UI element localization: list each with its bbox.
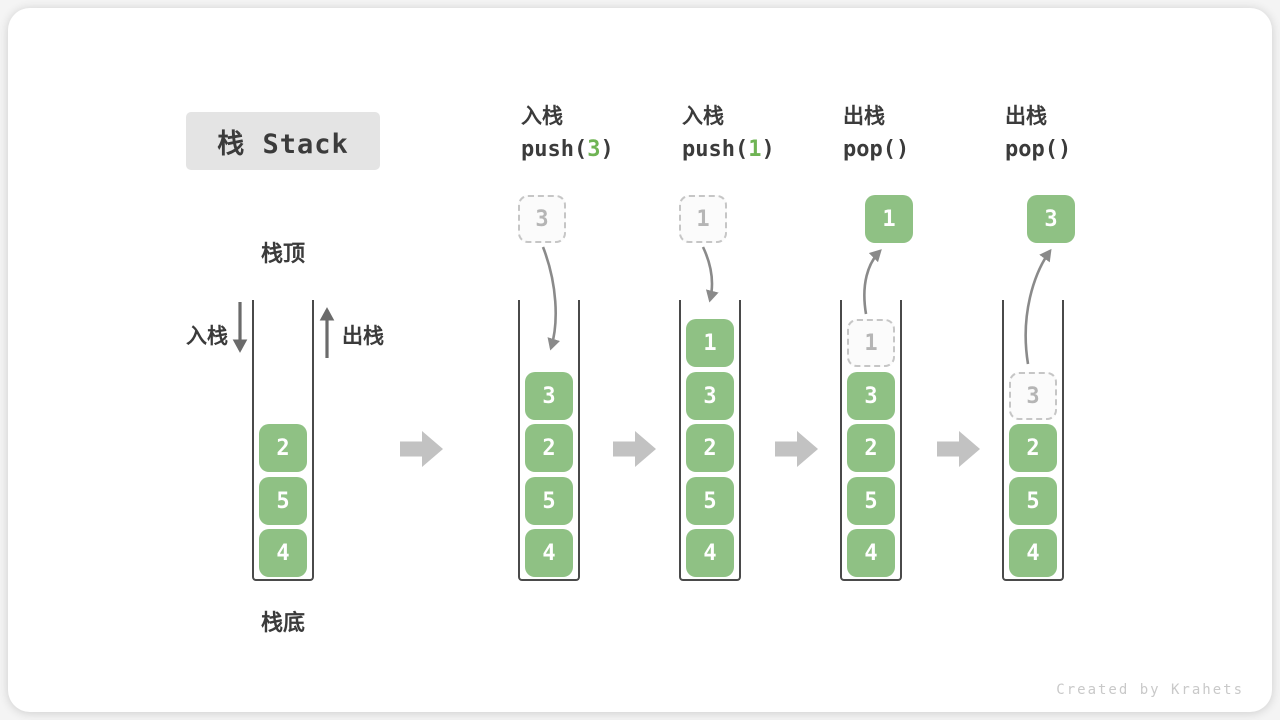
stack-item: 5 xyxy=(1009,477,1057,525)
operation-label: 入栈 push(3) xyxy=(521,106,651,162)
operation-call-label: push(3) xyxy=(521,137,651,162)
stack-item: 4 xyxy=(847,529,895,577)
call-pre: push( xyxy=(682,137,749,162)
call-pre: pop( xyxy=(843,137,896,162)
operation-action-label: 入栈 xyxy=(521,105,563,128)
popped-box: 1 xyxy=(865,195,913,243)
call-post: ) xyxy=(600,137,614,162)
operation-call-label: pop() xyxy=(1005,137,1135,162)
call-post: ) xyxy=(895,137,910,162)
stack-item: 3 xyxy=(686,372,734,420)
stack-item: 4 xyxy=(525,529,573,577)
popped-box: 3 xyxy=(1027,195,1075,243)
stack-top-label: 栈顶 xyxy=(260,241,305,266)
stack-item: 4 xyxy=(259,529,307,577)
stack-container xyxy=(518,300,580,581)
incoming-box: 1 xyxy=(679,195,727,243)
push-side-label: 入栈 xyxy=(186,325,228,348)
stack-item: 2 xyxy=(686,424,734,472)
operation-call-label: push(1) xyxy=(682,137,812,162)
stack-item: 3 xyxy=(525,372,573,420)
watermark: Created by Krahets xyxy=(1056,682,1244,698)
stack-container xyxy=(679,300,741,581)
stack-item: 2 xyxy=(847,424,895,472)
stack-bottom-label: 栈底 xyxy=(260,610,305,635)
stack-item: 2 xyxy=(525,424,573,472)
operation-call-label: pop() xyxy=(843,137,973,162)
call-pre: push( xyxy=(521,137,588,162)
diagram-title: 栈 Stack xyxy=(186,112,380,170)
stack-container xyxy=(840,300,902,581)
incoming-box: 3 xyxy=(518,195,566,243)
call-post: ) xyxy=(761,137,775,162)
pop-side-label: 出栈 xyxy=(342,325,384,348)
stack-item: 2 xyxy=(259,424,307,472)
stack-container xyxy=(252,300,314,581)
stack-item: 1 xyxy=(686,319,734,367)
call-pre: pop( xyxy=(1005,137,1058,162)
operation-label: 入栈 push(1) xyxy=(682,106,812,162)
operation-label: 出栈 pop() xyxy=(843,106,973,162)
operation-action-label: 入栈 xyxy=(682,105,724,128)
stack-item-ghost: 3 xyxy=(1009,372,1057,420)
stack-item: 5 xyxy=(847,477,895,525)
stack-item: 5 xyxy=(686,477,734,525)
stack-item: 4 xyxy=(1009,529,1057,577)
stack-item: 2 xyxy=(1009,424,1057,472)
operation-action-label: 出栈 xyxy=(1005,105,1047,128)
stack-item: 4 xyxy=(686,529,734,577)
stack-item-ghost: 1 xyxy=(847,319,895,367)
operation-action-label: 出栈 xyxy=(843,105,885,128)
stack-container xyxy=(1002,300,1064,581)
call-post: ) xyxy=(1057,137,1072,162)
stack-item: 5 xyxy=(525,477,573,525)
stack-item: 3 xyxy=(847,372,895,420)
operation-label: 出栈 pop() xyxy=(1005,106,1135,162)
call-arg: 3 xyxy=(587,137,601,162)
stack-item: 5 xyxy=(259,477,307,525)
call-arg: 1 xyxy=(748,137,762,162)
